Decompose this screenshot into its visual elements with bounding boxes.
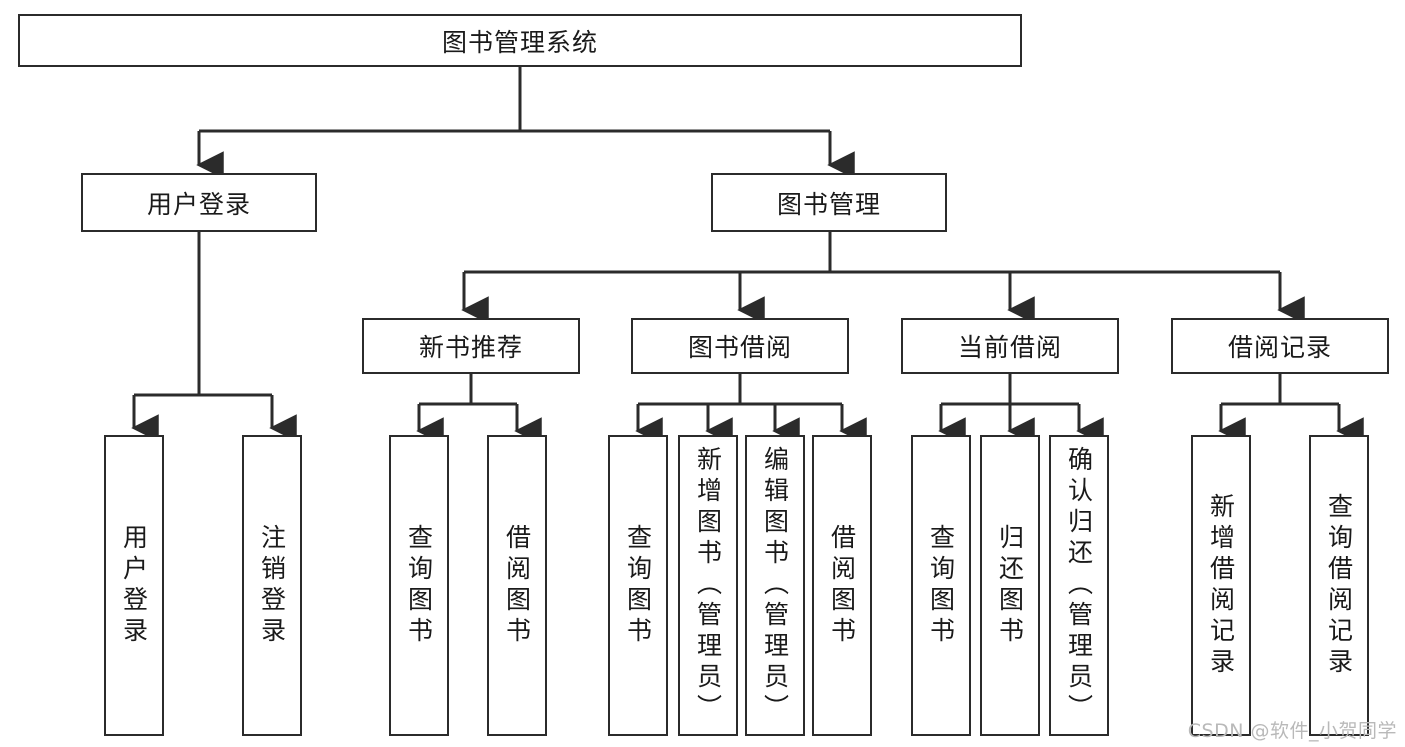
- node-leaf-edit-book-admin[interactable]: 编辑图书（管理员）: [745, 435, 805, 736]
- node-label: 注销登录: [257, 523, 287, 648]
- node-leaf-query-book-borrow[interactable]: 查询图书: [608, 435, 668, 736]
- node-label: 图书借阅: [687, 333, 792, 362]
- node-label: 归还图书: [995, 523, 1025, 648]
- node-leaf-add-book-admin[interactable]: 新增图书（管理员）: [678, 435, 738, 736]
- node-label: 查询图书: [623, 523, 653, 648]
- node-new-book-recommend[interactable]: 新书推荐: [362, 318, 580, 374]
- node-label: 图书管理: [776, 189, 881, 219]
- node-label: 用户登录: [119, 523, 149, 648]
- node-label: 新书推荐: [418, 333, 523, 362]
- node-leaf-borrow-book-recommend[interactable]: 借阅图书: [487, 435, 547, 736]
- node-book-management[interactable]: 图书管理: [711, 173, 947, 232]
- watermark-text: CSDN @软件_小贺同学: [1187, 720, 1397, 742]
- node-label: 编辑图书（管理员）: [760, 446, 790, 725]
- node-label: 新增借阅记录: [1206, 492, 1236, 679]
- node-label: 借阅图书: [502, 523, 532, 648]
- node-label: 借阅记录: [1227, 333, 1332, 362]
- node-leaf-add-borrow-record[interactable]: 新增借阅记录: [1191, 435, 1251, 736]
- node-leaf-query-book-current[interactable]: 查询图书: [911, 435, 971, 736]
- node-label: 查询图书: [404, 523, 434, 648]
- node-label: 当前借阅: [957, 333, 1062, 362]
- node-leaf-user-login[interactable]: 用户登录: [104, 435, 164, 736]
- node-label: 借阅图书: [827, 523, 857, 648]
- node-label: 新增图书（管理员）: [693, 446, 723, 725]
- node-leaf-query-book-recommend[interactable]: 查询图书: [389, 435, 449, 736]
- node-current-borrow[interactable]: 当前借阅: [901, 318, 1119, 374]
- node-label: 查询图书: [926, 523, 956, 648]
- node-leaf-return-book[interactable]: 归还图书: [980, 435, 1040, 736]
- node-leaf-borrow-book[interactable]: 借阅图书: [812, 435, 872, 736]
- node-root-book-management-system[interactable]: 图书管理系统: [18, 14, 1022, 67]
- node-label: 图书管理系统: [441, 27, 598, 57]
- node-borrow-record[interactable]: 借阅记录: [1171, 318, 1389, 374]
- node-book-borrow[interactable]: 图书借阅: [631, 318, 849, 374]
- node-leaf-query-borrow-record[interactable]: 查询借阅记录: [1309, 435, 1369, 736]
- node-label: 确认归还（管理员）: [1064, 446, 1094, 725]
- node-leaf-confirm-return-admin[interactable]: 确认归还（管理员）: [1049, 435, 1109, 736]
- node-label: 用户登录: [146, 189, 251, 219]
- node-label: 查询借阅记录: [1324, 492, 1354, 679]
- node-leaf-logout[interactable]: 注销登录: [242, 435, 302, 736]
- node-user-login[interactable]: 用户登录: [81, 173, 317, 232]
